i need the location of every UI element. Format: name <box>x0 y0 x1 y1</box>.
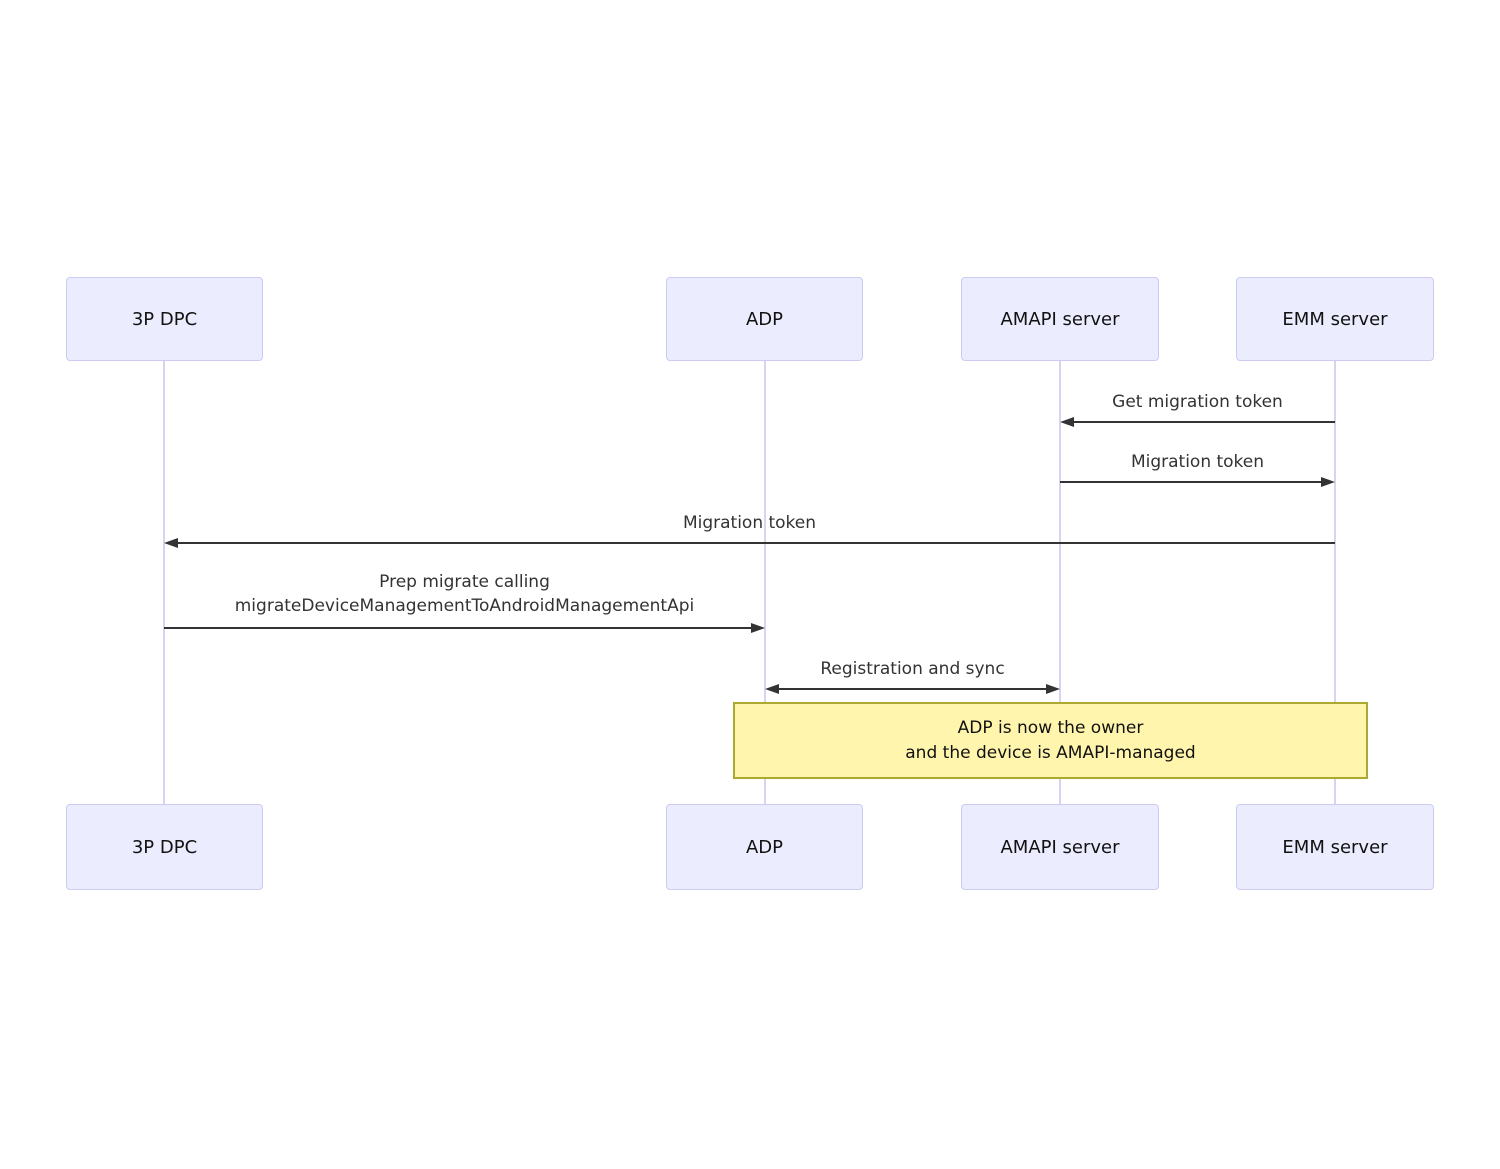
actor-bottom-emm-server: EMM server <box>1236 804 1434 890</box>
note-adp-owner: ADP is now the owner and the device is A… <box>733 702 1368 779</box>
message-label-line-1: Prep migrate calling <box>379 572 550 592</box>
message-line <box>777 688 1047 690</box>
arrowhead-right-icon <box>1046 684 1060 694</box>
actor-top-emm-server: EMM server <box>1236 277 1434 361</box>
message-line <box>164 627 752 629</box>
actor-label: ADP <box>745 836 784 858</box>
arrowhead-left-icon <box>1060 417 1074 427</box>
lifeline-adp <box>764 320 766 807</box>
actor-label: EMM server <box>1282 308 1388 330</box>
actor-label: 3P DPC <box>131 836 198 858</box>
actor-label: AMAPI server <box>1000 836 1120 858</box>
lifeline-3p-dpc <box>163 320 165 807</box>
message-line <box>1060 481 1322 483</box>
note-line-2: and the device is AMAPI-managed <box>905 743 1196 763</box>
message-label-get-migration-token: Get migration token <box>1112 392 1283 412</box>
actor-top-adp: ADP <box>666 277 863 361</box>
actor-bottom-adp: ADP <box>666 804 863 890</box>
actor-label: 3P DPC <box>131 308 198 330</box>
arrowhead-left-icon <box>765 684 779 694</box>
message-label-prep-migrate: Prep migrate calling migrateDeviceManage… <box>164 570 765 618</box>
actor-label: EMM server <box>1282 836 1388 858</box>
message-label-migration-token-long: Migration token <box>682 513 817 533</box>
message-label-line-2: migrateDeviceManagementToAndroidManageme… <box>234 596 695 616</box>
actor-bottom-amapi-server: AMAPI server <box>961 804 1159 890</box>
arrowhead-right-icon <box>751 623 765 633</box>
actor-top-amapi-server: AMAPI server <box>961 277 1159 361</box>
message-line <box>1073 421 1335 423</box>
actor-label: AMAPI server <box>1000 308 1120 330</box>
message-label-registration-sync: Registration and sync <box>820 659 1005 679</box>
arrowhead-right-icon <box>1321 477 1335 487</box>
message-line <box>176 542 1335 544</box>
note-line-1: ADP is now the owner <box>957 718 1144 738</box>
actor-label: ADP <box>745 308 784 330</box>
lifeline-emm-server <box>1334 320 1336 807</box>
lifeline-amapi-server <box>1059 320 1061 807</box>
actor-top-3p-dpc: 3P DPC <box>66 277 263 361</box>
message-label-migration-token: Migration token <box>1130 452 1265 472</box>
arrowhead-left-icon <box>164 538 178 548</box>
actor-bottom-3p-dpc: 3P DPC <box>66 804 263 890</box>
